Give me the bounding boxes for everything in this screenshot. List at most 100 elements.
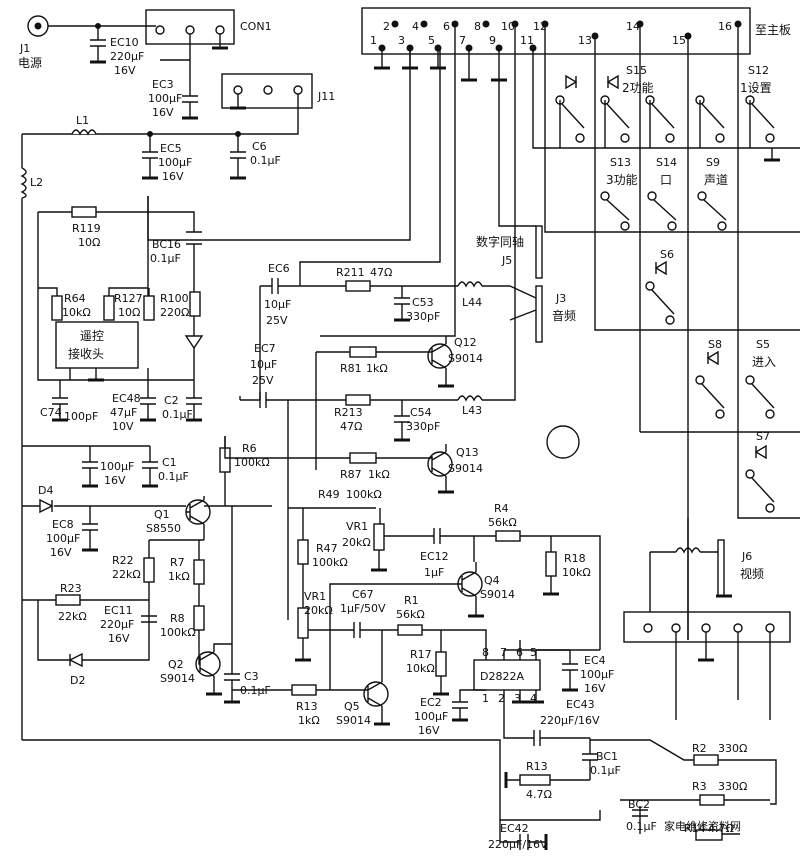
component-label: C3 <box>244 670 259 683</box>
component-label: 1 <box>482 692 489 705</box>
component-label: 100pF <box>64 410 98 423</box>
component-label: S9014 <box>336 714 371 727</box>
component-label: L44 <box>462 296 482 309</box>
component-label: EC42 <box>500 822 529 835</box>
pin-2: 2 <box>383 20 390 33</box>
pin-8: 8 <box>474 20 481 33</box>
s12-function: 1设置 <box>740 81 772 95</box>
component-label: Q4 <box>484 574 500 587</box>
component-label: S13 <box>610 156 631 169</box>
component-label: 0.1μF <box>590 764 621 777</box>
component-label: L1 <box>76 114 89 127</box>
component-label: J5 <box>501 254 512 267</box>
component-label: 47Ω <box>370 266 392 279</box>
q13-transistor: Q13 S9014 <box>427 446 483 477</box>
component-label: 100kΩ <box>312 556 348 569</box>
component-label: R3 <box>692 780 707 793</box>
pin-16: 16 <box>718 20 732 33</box>
ir-module-text-1: 遥控 <box>80 329 104 343</box>
component-label: 100μF <box>158 156 192 169</box>
component-label: R6 <box>242 442 257 455</box>
j1-label: J1 <box>19 42 30 55</box>
component-label: 56kΩ <box>396 608 425 621</box>
pin-10: 10 <box>501 20 515 33</box>
component-label: R100 <box>160 292 189 305</box>
component-label: 10kΩ <box>406 662 435 675</box>
component-label: 330Ω <box>718 780 747 793</box>
component-label: 100μF <box>414 710 448 723</box>
component-label: S12 <box>748 64 769 77</box>
component-label: Q12 <box>454 336 477 349</box>
component-label: 1μF/50V <box>340 602 386 615</box>
component-label: Q13 <box>456 446 479 459</box>
component-label: 20kΩ <box>342 536 371 549</box>
j3-name: 音频 <box>552 308 576 323</box>
component-label: 10Ω <box>118 306 140 319</box>
component-label: EC48 <box>112 392 141 405</box>
mainboard-connector: 1 2 3 4 5 6 7 8 9 10 11 12 13 14 15 16 至… <box>361 7 791 55</box>
component-label: 0.1μF <box>250 154 281 167</box>
component-label: 100μF <box>148 92 182 105</box>
component-label: C67 <box>352 588 374 601</box>
component-label: R81 <box>340 362 362 375</box>
component-label: 220Ω <box>160 306 189 319</box>
component-label: 330pF <box>406 310 440 323</box>
component-label: EC12 <box>420 550 449 563</box>
component-label: 100μF <box>580 668 614 681</box>
component-label: 5 <box>530 646 537 659</box>
component-label: 25V <box>252 374 274 387</box>
component-label: 4.7Ω <box>526 788 552 801</box>
component-label: D2 <box>70 674 85 687</box>
component-label: 3 <box>514 692 521 705</box>
component-label: 4 <box>530 692 537 705</box>
component-label: 16V <box>418 724 440 737</box>
component-label: R22 <box>112 554 134 567</box>
s13-function: 3功能 <box>606 173 638 187</box>
q5-transistor: Q5 S9014 <box>336 681 389 727</box>
pin-5: 5 <box>428 34 435 47</box>
component-label: EC5 <box>160 142 182 155</box>
component-label: C2 <box>164 394 179 407</box>
component-label: EC7 <box>254 342 276 355</box>
component-label: 220μF <box>110 50 144 63</box>
ir-module-text-2: 接收头 <box>68 346 104 361</box>
component-label: R2 <box>692 742 707 755</box>
component-label: R1 <box>404 594 419 607</box>
component-label: C6 <box>252 140 267 153</box>
component-label: S9014 <box>448 462 483 475</box>
component-label: 0.1μF <box>626 820 657 833</box>
component-label: J3 <box>555 292 566 305</box>
component-label: 100μF <box>46 532 80 545</box>
component-label: 16V <box>108 632 130 645</box>
component-label: Q2 <box>168 658 184 671</box>
component-label: R127 <box>114 292 143 305</box>
component-label: L2 <box>30 176 43 189</box>
j11-connector: J11 <box>221 73 335 109</box>
component-label: 47μF <box>110 406 137 419</box>
component-label: J6 <box>741 550 752 563</box>
component-label: 47Ω <box>340 420 362 433</box>
component-label: S8550 <box>146 522 181 535</box>
component-label: EC2 <box>420 696 442 709</box>
component-label: 1kΩ <box>368 468 390 481</box>
component-label: S9014 <box>480 588 515 601</box>
component-label: R64 <box>64 292 86 305</box>
component-label: R7 <box>170 556 185 569</box>
component-label: 220μF <box>100 618 134 631</box>
q1-transistor: Q1 S8550 <box>146 499 211 535</box>
component-label: R119 <box>72 222 101 235</box>
pin-6: 6 <box>443 20 450 33</box>
component-label: 0.1μF <box>150 252 181 265</box>
component-label: 100kΩ <box>234 456 270 469</box>
s14-function: 口 <box>660 173 672 187</box>
component-label: D4 <box>38 484 53 497</box>
component-label: 16V <box>152 106 174 119</box>
component-label: 100kΩ <box>160 626 196 639</box>
j6-name: 视频 <box>740 566 764 581</box>
con1-label: CON1 <box>240 20 272 33</box>
component-label: 16V <box>104 474 126 487</box>
pin-1: 1 <box>370 34 377 47</box>
pin-7: 7 <box>459 34 466 47</box>
component-label: 22kΩ <box>112 568 141 581</box>
